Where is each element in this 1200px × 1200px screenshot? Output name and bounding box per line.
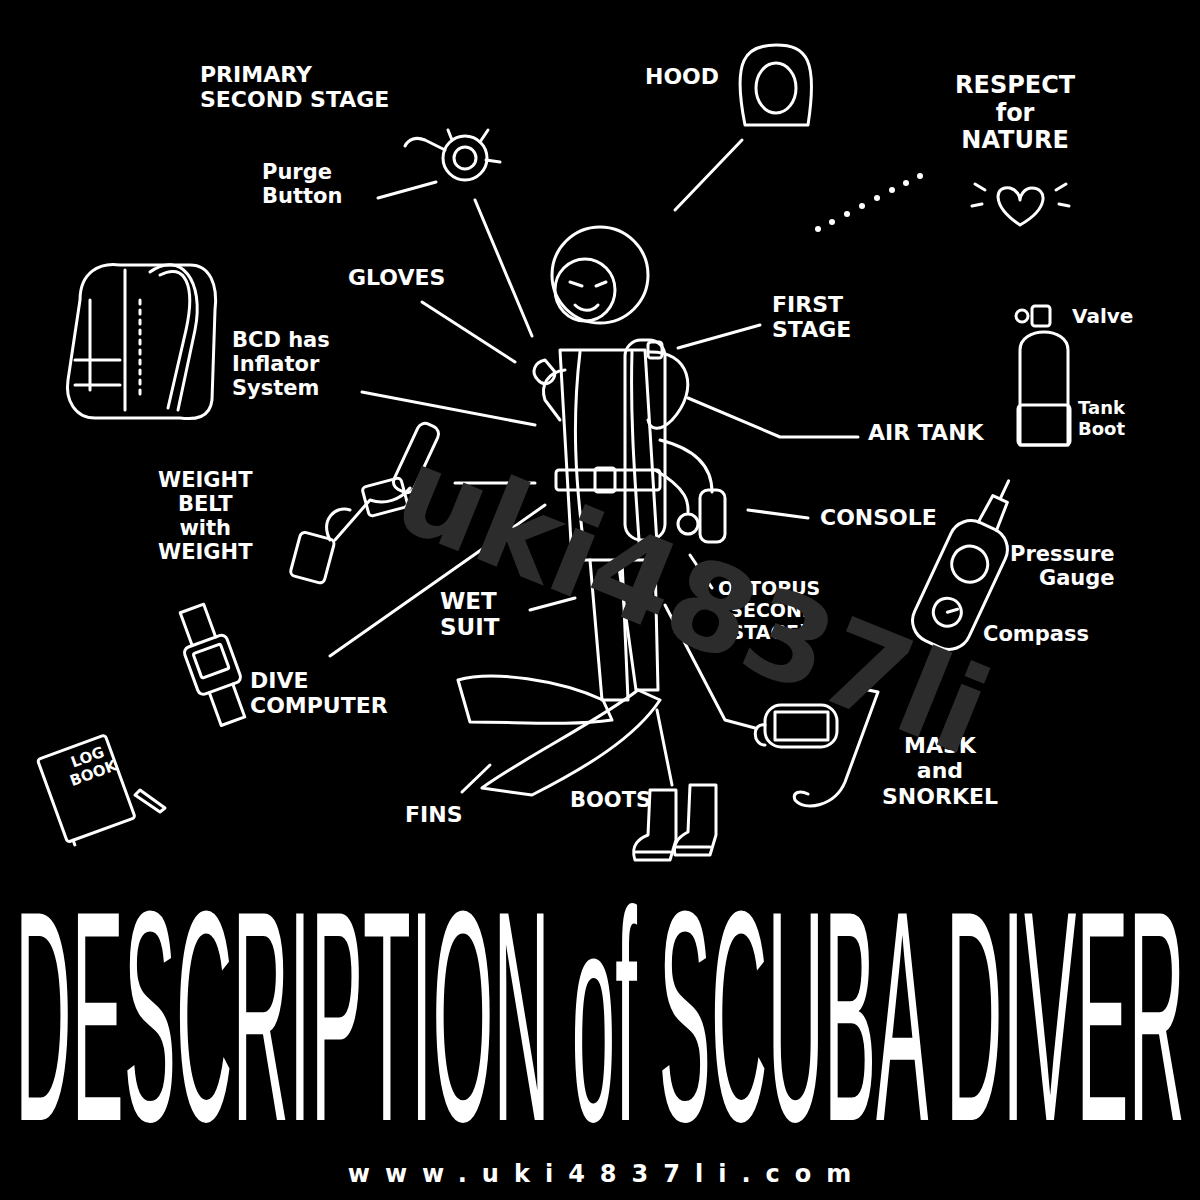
drawing-stroke (674, 785, 716, 855)
drawing-stroke (829, 219, 835, 225)
drawing-stroke (171, 601, 254, 729)
drawing-stroke (648, 342, 662, 358)
regulator-drawing (405, 130, 500, 180)
drawing-stroke (534, 360, 555, 384)
drawing-stroke (676, 846, 710, 849)
drawing-stroke (405, 138, 445, 150)
drawing-stroke (209, 684, 244, 725)
part-label: WEIGHT BELT with WEIGHT (158, 468, 252, 565)
drawing-stroke (475, 200, 532, 336)
drawing-stroke (486, 160, 500, 162)
part-label: DIVE COMPUTER (250, 668, 388, 719)
drawing-stroke (859, 203, 865, 209)
drawing-stroke (422, 302, 515, 362)
drawing-stroke (73, 840, 75, 845)
drawing-stroke (37, 735, 136, 847)
drawing-stroke (160, 271, 190, 408)
drawing-stroke (947, 606, 957, 616)
drawing-stroke (139, 300, 142, 400)
drawing-stroke (482, 690, 660, 795)
part-label: Compass (983, 622, 1089, 646)
part-label: PRIMARY SECOND STAGE (200, 62, 405, 113)
log-book-drawing (37, 735, 165, 847)
drawing-stroke (975, 184, 985, 190)
caption: www.uki4837li.com (348, 1160, 866, 1188)
drawing-stroke (454, 147, 476, 169)
drawing-stroke (874, 195, 880, 201)
drawing-stroke (135, 790, 165, 812)
part-label: HOOD (645, 64, 719, 89)
bcd-drawing (67, 264, 215, 418)
drawing-stroke (636, 851, 670, 854)
part-label: FIRST STAGE (772, 292, 851, 343)
part-label: BOOTS (570, 788, 651, 812)
drawing-stroke (555, 259, 615, 321)
drawing-stroke (1016, 310, 1028, 322)
drawing-stroke (678, 325, 760, 348)
drawing-stroke (748, 510, 808, 518)
drawing-stroke (1020, 332, 1068, 445)
part-label: GLOVES (348, 265, 445, 290)
hood-drawing (740, 45, 812, 125)
part-label: LOG BOOK (62, 741, 119, 790)
title: DESCRIPTION of SCUBA DIVER (15, 866, 1185, 1166)
part-label: Pressure Gauge (1010, 542, 1115, 590)
dive-computer-drawing (171, 601, 254, 729)
part-label: AIR TANK (868, 420, 984, 445)
drawing-stroke (575, 305, 598, 310)
part-label: RESPECT for NATURE (955, 72, 1075, 155)
drawing-stroke (917, 173, 923, 179)
part-label: FINS (405, 802, 462, 827)
drawing-stroke (67, 264, 215, 418)
drawing-stroke (327, 509, 350, 540)
drawing-stroke (378, 182, 436, 198)
heart-icon (972, 184, 1069, 225)
drawing-stroke (1056, 184, 1066, 190)
part-label: Valve (1072, 305, 1133, 328)
part-label: BCD has Inflator System (232, 328, 350, 400)
drawing-stroke (675, 140, 742, 210)
tank-drawing (1016, 306, 1070, 445)
drawing-stroke (903, 180, 909, 186)
drawing-stroke (755, 725, 765, 745)
part-label: Tank Boot (1078, 398, 1125, 439)
drawing-stroke (978, 477, 1017, 531)
drawing-stroke (37, 735, 135, 842)
drawing-stroke (844, 211, 850, 217)
drawing-stroke (972, 204, 982, 206)
drawing-stroke (1032, 306, 1050, 326)
dotted-line (815, 173, 923, 232)
drawing-stroke (998, 188, 1043, 225)
part-label: WET SUIT (440, 588, 499, 641)
drawing-stroke (75, 270, 125, 410)
drawing-stroke (657, 710, 672, 785)
part-label: Purge Button (262, 160, 342, 208)
drawing-stroke (655, 470, 688, 512)
drawing-stroke (1059, 204, 1069, 206)
drawing-stroke (740, 45, 812, 125)
drawing-stroke (648, 352, 688, 428)
drawing-stroke (552, 227, 648, 323)
drawing-stroke (180, 604, 215, 645)
drawing-stroke (570, 282, 606, 286)
drawing-stroke (946, 540, 994, 588)
drawing-stroke (1018, 405, 1070, 445)
drawing-stroke (448, 130, 488, 142)
drawing-stroke (362, 392, 535, 425)
part-label: CONSOLE (820, 505, 937, 530)
drawing-stroke (889, 187, 895, 193)
drawing-stroke (756, 63, 796, 113)
drawing-stroke (458, 676, 612, 723)
drawing-stroke (193, 644, 229, 678)
drawing-stroke (815, 226, 821, 232)
drawing-stroke (660, 440, 712, 492)
drawing-stroke (150, 265, 197, 410)
drawing-stroke (688, 398, 858, 437)
